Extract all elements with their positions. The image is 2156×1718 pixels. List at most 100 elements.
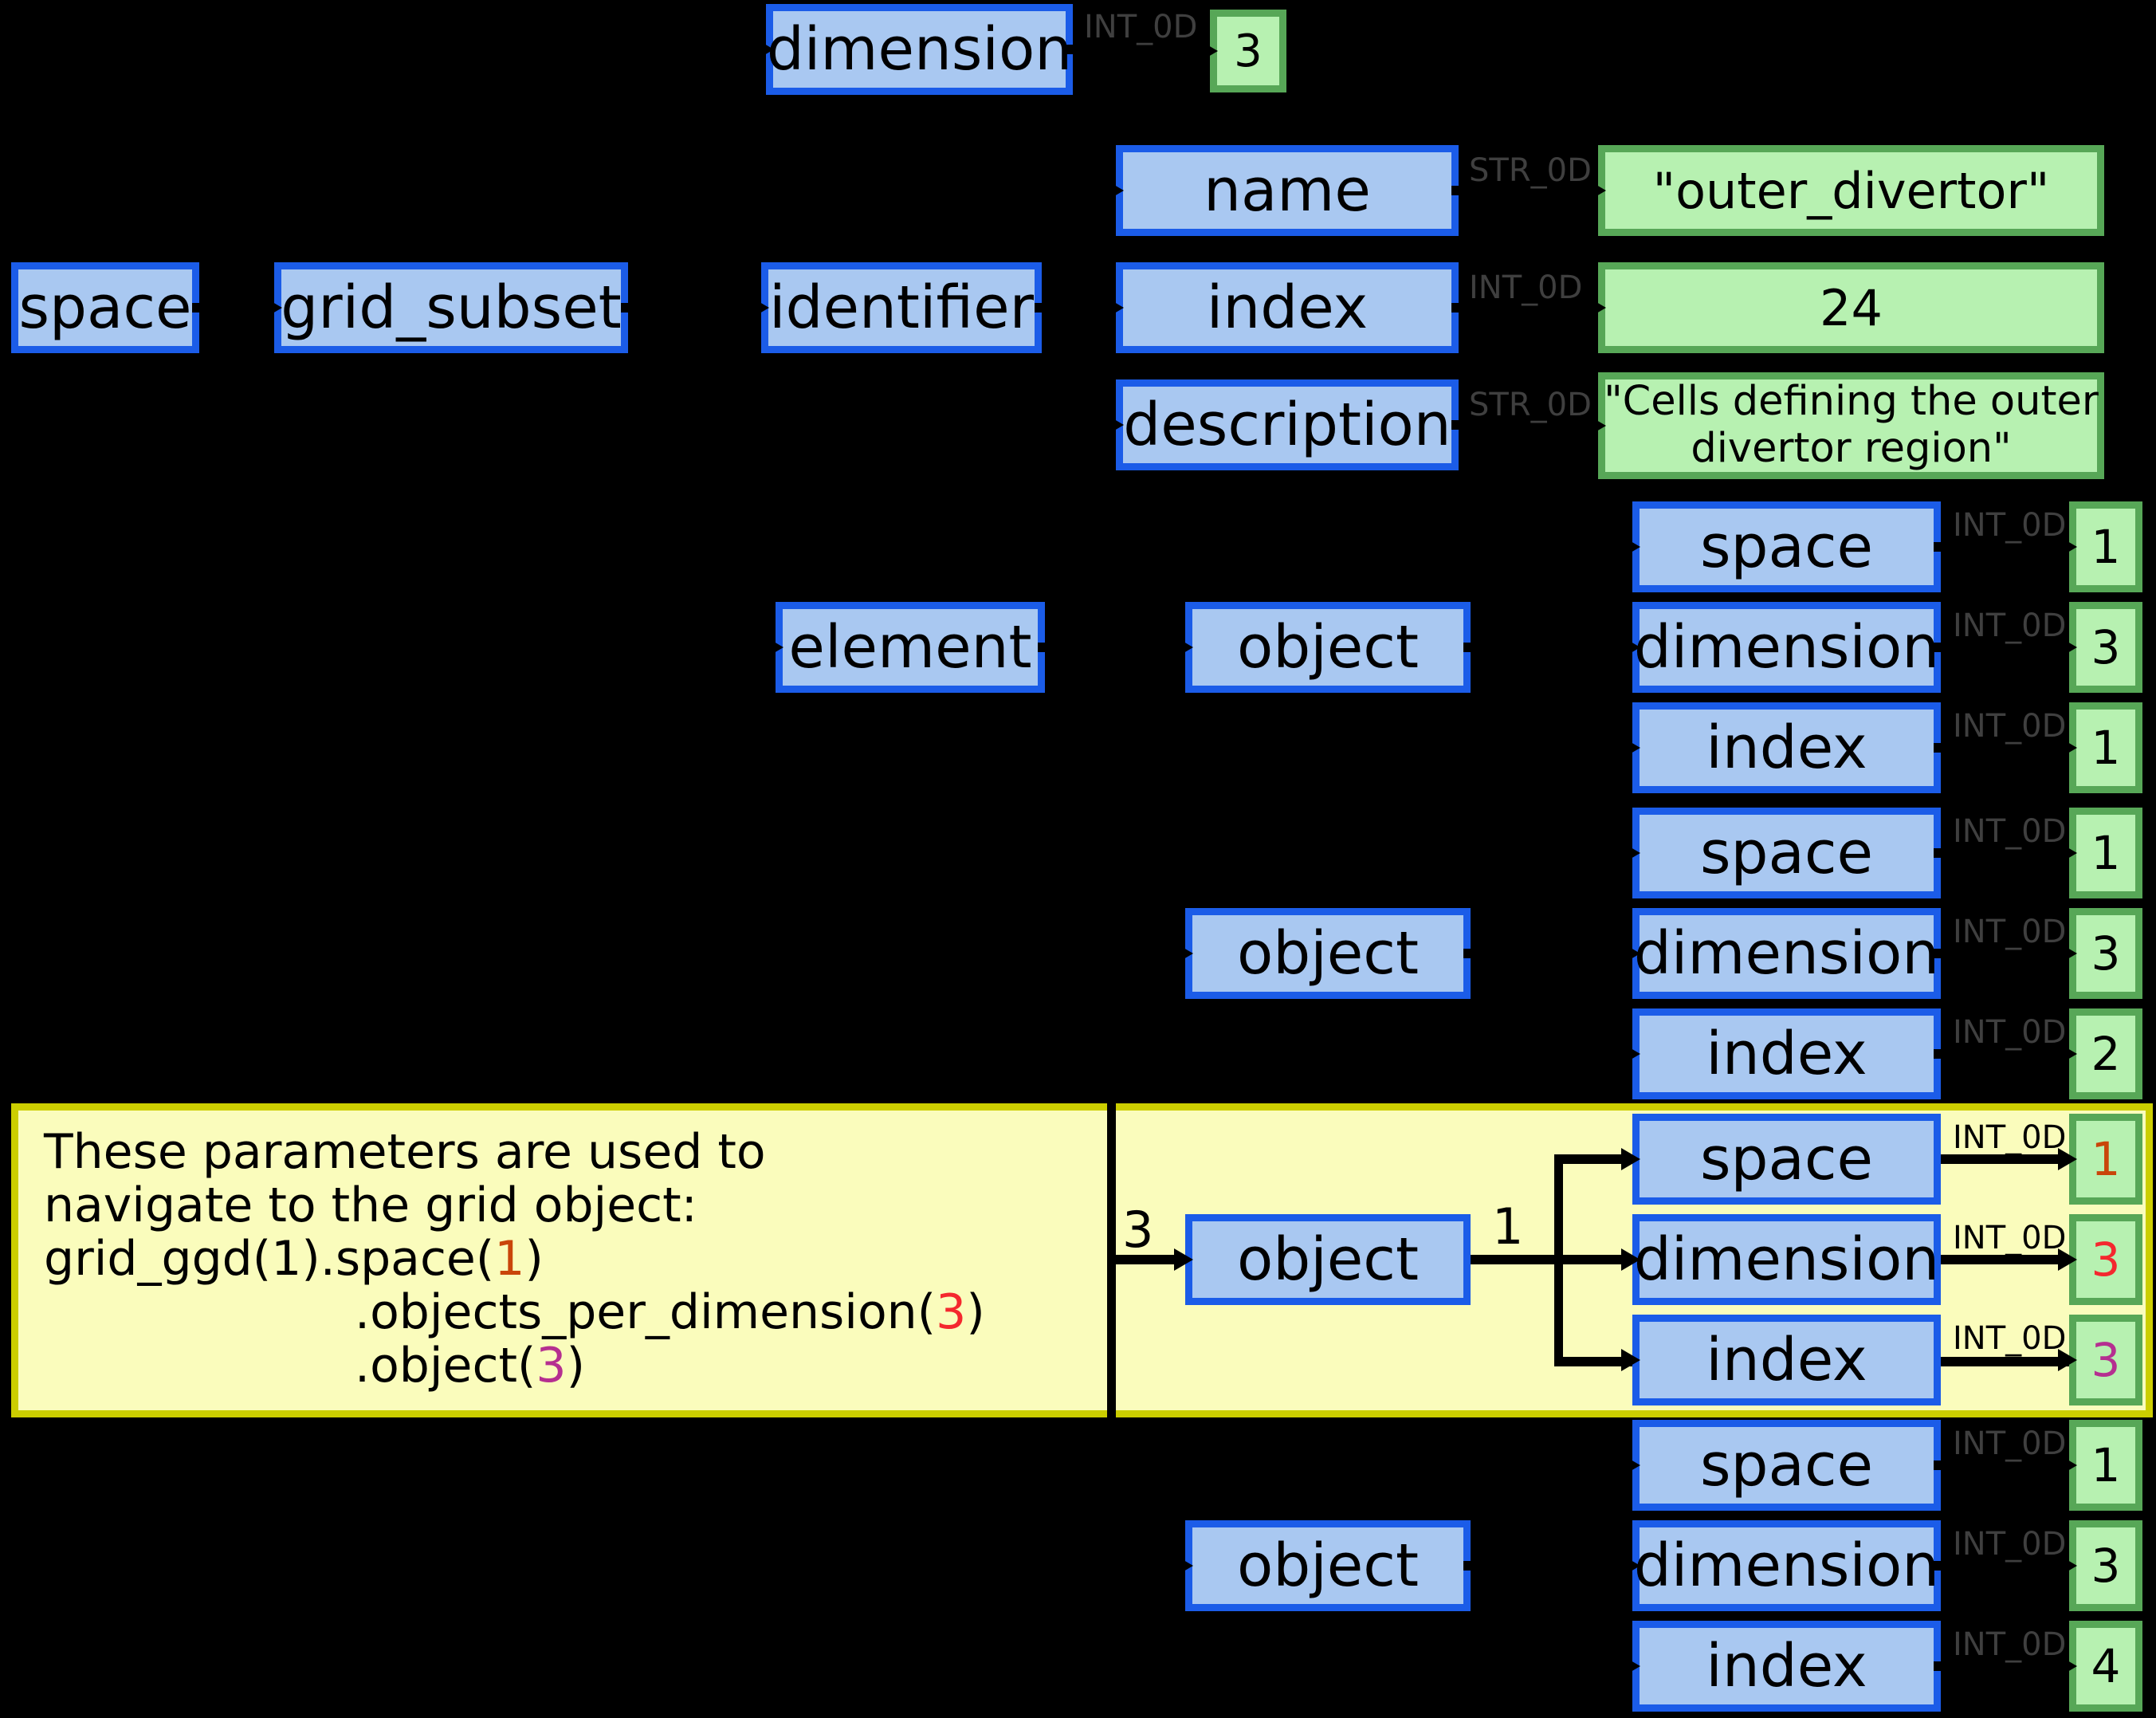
node-value-obj1-dimension: 3 [2069,602,2142,693]
edge-stub [1451,186,1466,195]
node-value-obj1-index: 1 [2069,702,2142,793]
node-object-4: object [1185,1520,1471,1611]
node-object-3: object [1185,1214,1471,1305]
edge-type-label: STR_0D [1469,152,1592,189]
edge-arrowhead [2058,1655,2077,1677]
edge-arrowhead [2058,1043,2077,1065]
edge-stub [1934,743,1948,753]
annotation-text: grid_ggd(1).space( [44,1231,495,1287]
node-value-obj4-index: 4 [2069,1621,2142,1712]
edge-type-label: INT_0D [1953,1320,2067,1357]
edge-type-label: INT_0D [1953,1014,2067,1051]
edge-arrowhead [2058,1148,2077,1170]
edge-stub [1463,949,1478,958]
edge-line [1107,1255,1185,1264]
edge-type-label: INT_0D [1953,607,2067,644]
node-value-dimension-top: 3 [1210,10,1286,92]
node-value-obj3-dimension: 3 [2069,1214,2142,1305]
node-obj2-index: index [1632,1008,1941,1099]
edge-stub [1451,420,1466,430]
edge-type-label: INT_0D [1953,1220,2067,1256]
edge-line [1554,1357,1632,1366]
edge-arrowhead [1621,737,1640,759]
edge-type-label: INT_0D [1953,813,2067,850]
node-grid-subset: grid_subset [274,262,628,353]
edge-type-label: INT_0D [1953,507,2067,544]
edge-arrowhead [750,297,769,319]
edge-line [1471,1255,1632,1264]
annotation-text: .object( [355,1338,536,1394]
edge-arrowhead [1105,297,1124,319]
edge-type-label: STR_0D [1469,387,1592,423]
edge-arrowhead [1105,414,1124,436]
edge-arrowhead [2058,1555,2077,1577]
edge-arrowhead [1174,1248,1193,1271]
edge-arrowhead [1105,179,1124,202]
edge-type-label: INT_0D [1953,1119,2067,1156]
edge-line [1554,1154,1632,1164]
node-value-obj3-space: 1 [2069,1114,2142,1205]
annotation-text: ) [566,1338,585,1394]
node-value-obj4-space: 1 [2069,1420,2142,1511]
edge-arrowhead [2058,1349,2077,1371]
edge-arrowhead [1174,636,1193,659]
annotation-text-line: These parameters are used to [44,1128,766,1176]
edge-stub [1035,303,1049,313]
node-element: element [776,602,1045,693]
edge-line [1554,1154,1563,1366]
node-value-obj4-dimension: 3 [2069,1520,2142,1611]
annotation-text: ) [524,1231,544,1287]
edge-arrowhead [1174,1555,1193,1577]
edge-count-label: 1 [1492,1197,1524,1256]
edge-arrowhead [1587,415,1606,437]
edge-stub [1038,643,1052,652]
edge-line [1107,1099,1116,1459]
annotation-text: navigate to the grid object: [44,1177,697,1233]
annotation-text: These parameters are used to [44,1124,766,1180]
edge-arrowhead [1199,40,1218,62]
edge-stub [1934,1561,1948,1571]
edge-stub [1934,848,1948,858]
edge-stub [1934,643,1948,652]
edge-stub [1066,45,1080,54]
edge-type-label: INT_0D [1953,708,2067,745]
annotation-text: .objects_per_dimension( [355,1284,937,1340]
node-obj3-space: space [1632,1114,1941,1205]
node-value-description-line: divertor region" [1691,425,2012,472]
annotation-text-line: .objects_per_dimension(3) [355,1288,985,1336]
edge-stub [621,303,635,313]
edge-arrowhead [1621,842,1640,864]
edge-arrowhead [1621,1655,1640,1677]
node-obj2-dimension: dimension [1632,908,1941,999]
annotation-highlight-orange: 1 [494,1231,525,1287]
edge-line [1941,1357,2069,1366]
node-obj1-space: space [1632,501,1941,592]
edge-stub [1934,542,1948,552]
edge-arrowhead [2058,636,2077,659]
node-identifier: identifier [761,262,1042,353]
node-obj3-index: index [1632,1315,1941,1405]
annotation-highlight-magenta: 3 [536,1338,567,1394]
edge-arrowhead [1621,536,1640,558]
edge-arrowhead [1621,1043,1640,1065]
edge-type-label: INT_0D [1469,269,1583,306]
node-obj4-index: index [1632,1621,1941,1712]
edge-arrowhead [1587,297,1606,319]
node-object-1: object [1185,602,1471,693]
annotation-text-line: navigate to the grid object: [44,1181,697,1229]
node-obj3-dimension: dimension [1632,1214,1941,1305]
edge-type-label: INT_0D [1953,1425,2067,1462]
node-value-obj2-index: 2 [2069,1008,2142,1099]
node-object-2: object [1185,908,1471,999]
edge-type-label: INT_0D [1953,914,2067,950]
edge-arrowhead [1174,942,1193,965]
edge-stub [1934,949,1948,958]
edge-type-label: INT_0D [1084,9,1198,45]
edge-stub [1934,1049,1948,1059]
edge-arrowhead [1621,942,1640,965]
edge-stub [1451,303,1466,313]
edge-arrowhead [764,636,783,659]
node-value-obj1-space: 1 [2069,501,2142,592]
